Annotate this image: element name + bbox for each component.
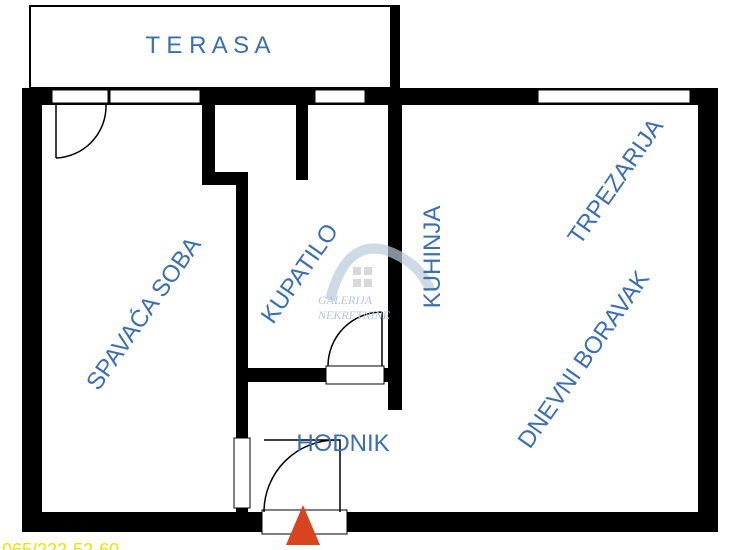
terrace-wall [390, 5, 400, 93]
entrance-arrow-icon [286, 505, 320, 545]
window [314, 89, 366, 104]
room-label-living: DNEVNI BORAVAK [513, 266, 655, 453]
balcony-door-opening [51, 89, 109, 104]
room-label-bedroom: SPAVAĆA SOBA [81, 232, 206, 395]
bathroom-door-opening [325, 365, 385, 385]
phone-number: 065/222-52-60 [2, 540, 119, 550]
door-swing [55, 104, 107, 159]
room-label-terrace: T E R A S A [146, 32, 271, 59]
door-swing [263, 439, 341, 513]
wall-interior [296, 100, 308, 180]
door-swing [327, 311, 383, 367]
watermark-line1: GALERIJA [318, 293, 373, 307]
room-label-hallway: HODNIK [296, 430, 389, 457]
wall-right [698, 88, 718, 532]
wall-bottom [22, 512, 718, 532]
window [109, 89, 201, 104]
room-label-dining: TRPEZARIJA [563, 114, 669, 250]
room-label-kitchen: KUHINJA [419, 206, 446, 309]
window [537, 89, 691, 104]
wall-interior [236, 172, 248, 517]
wall-left [22, 88, 42, 532]
watermark-line2: NEKRETNINE [317, 308, 391, 322]
side-door-opening [233, 437, 251, 509]
wall-interior [202, 100, 215, 185]
watermark-logo [325, 243, 435, 302]
